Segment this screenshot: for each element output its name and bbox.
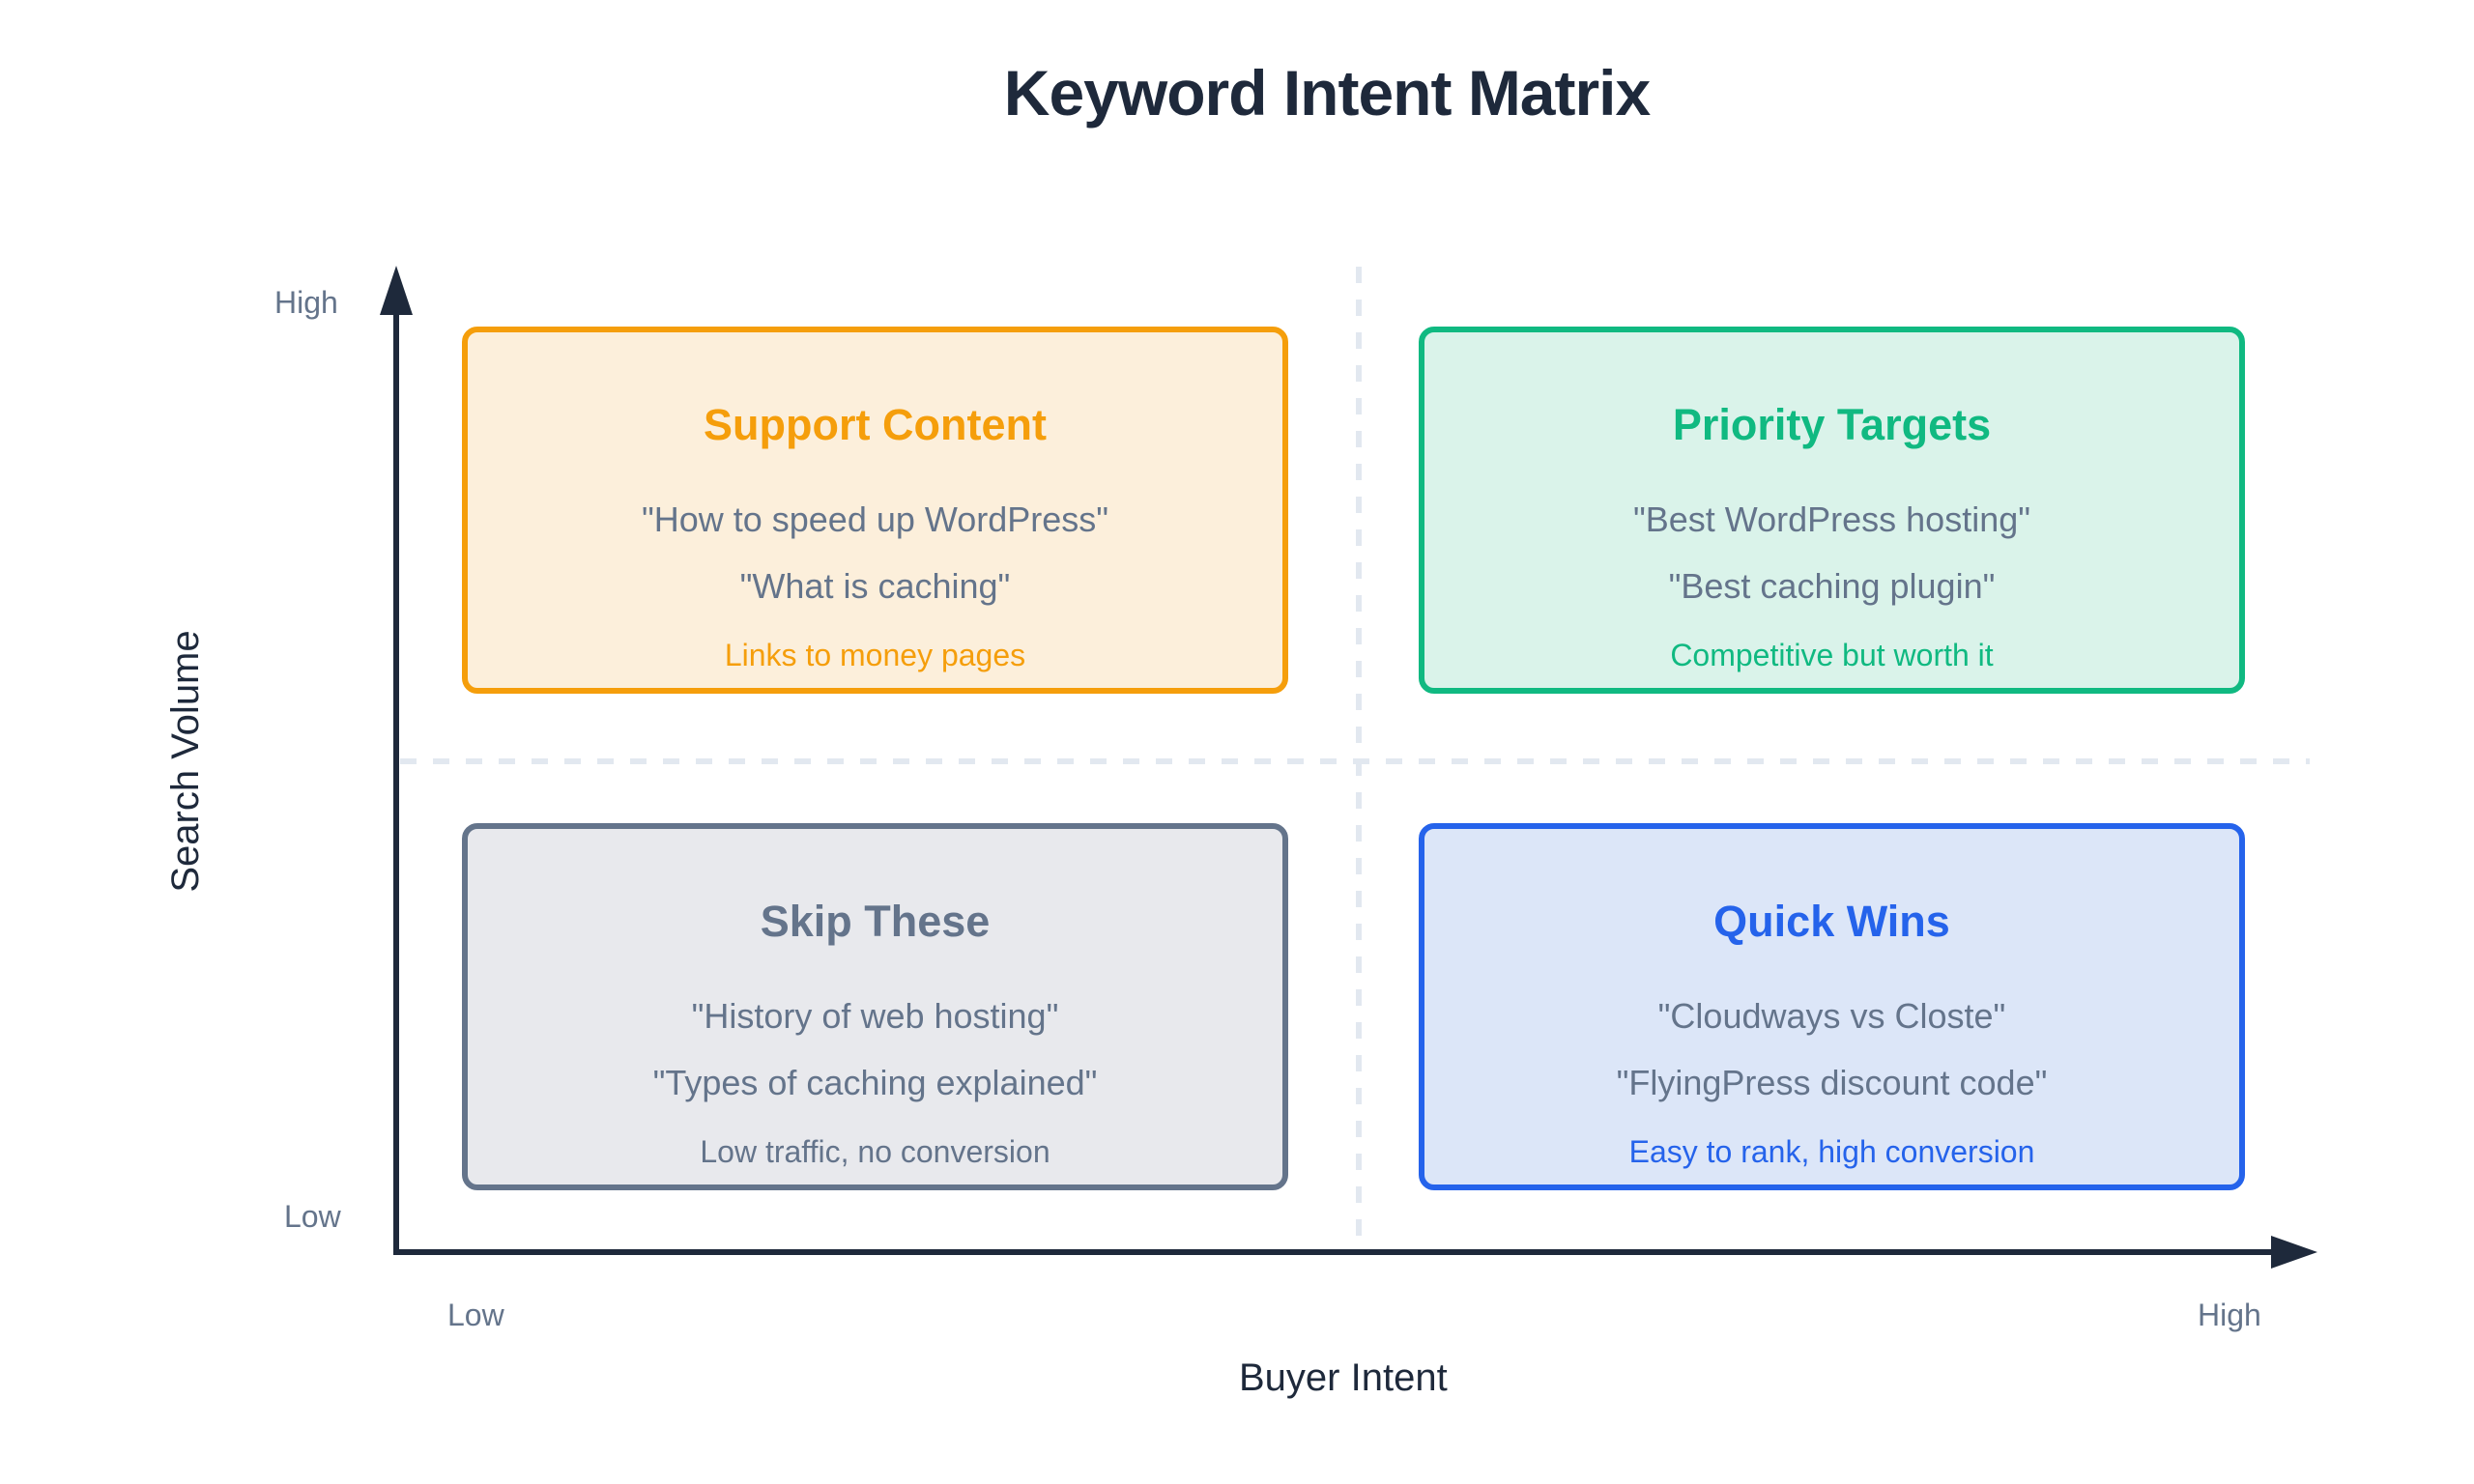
keyword-example: "Types of caching explained" [652, 1063, 1098, 1102]
quadrant-priority-targets: Priority Targets "Best WordPress hosting… [1419, 327, 2245, 694]
keyword-example: "What is caching" [739, 566, 1011, 606]
quadrant-note: Easy to rank, high conversion [1628, 1134, 2035, 1169]
quadrant-heading: Quick Wins [1713, 897, 1950, 946]
keyword-example: "How to speed up WordPress" [641, 499, 1109, 539]
quadrant-note: Low traffic, no conversion [700, 1134, 1050, 1169]
y-axis-low-label: Low [284, 1199, 341, 1234]
x-axis-low-label: Low [447, 1298, 504, 1332]
x-axis-high-label: High [2198, 1298, 2261, 1332]
x-axis-arrow-icon [2271, 1236, 2317, 1269]
quadrant-note: Links to money pages [724, 638, 1026, 672]
keyword-example: "History of web hosting" [691, 996, 1059, 1036]
quadrant-heading: Support Content [704, 400, 1047, 449]
quadrant-heading: Priority Targets [1672, 400, 1992, 449]
diagram-title: Keyword Intent Matrix [1003, 57, 1651, 128]
x-axis-title: Buyer Intent [1239, 1356, 1448, 1399]
quadrant-skip-these: Skip These "History of web hosting" "Typ… [462, 823, 1288, 1190]
keyword-example: "Cloudways vs Closte" [1657, 996, 2006, 1036]
keyword-example: "Best WordPress hosting" [1632, 499, 2031, 539]
keyword-example: "Best caching plugin" [1668, 566, 1996, 606]
quadrant-quick-wins: Quick Wins "Cloudways vs Closte" "Flying… [1419, 823, 2245, 1190]
quadrant-support-content: Support Content "How to speed up WordPre… [462, 327, 1288, 694]
quadrant-heading: Skip These [760, 897, 991, 946]
y-axis-high-label: High [274, 285, 338, 320]
y-axis-arrow-icon [380, 266, 413, 315]
y-axis-title: Search Volume [164, 630, 207, 893]
keyword-example: "FlyingPress discount code" [1616, 1063, 2048, 1102]
quadrant-note: Competitive but worth it [1670, 638, 1994, 672]
